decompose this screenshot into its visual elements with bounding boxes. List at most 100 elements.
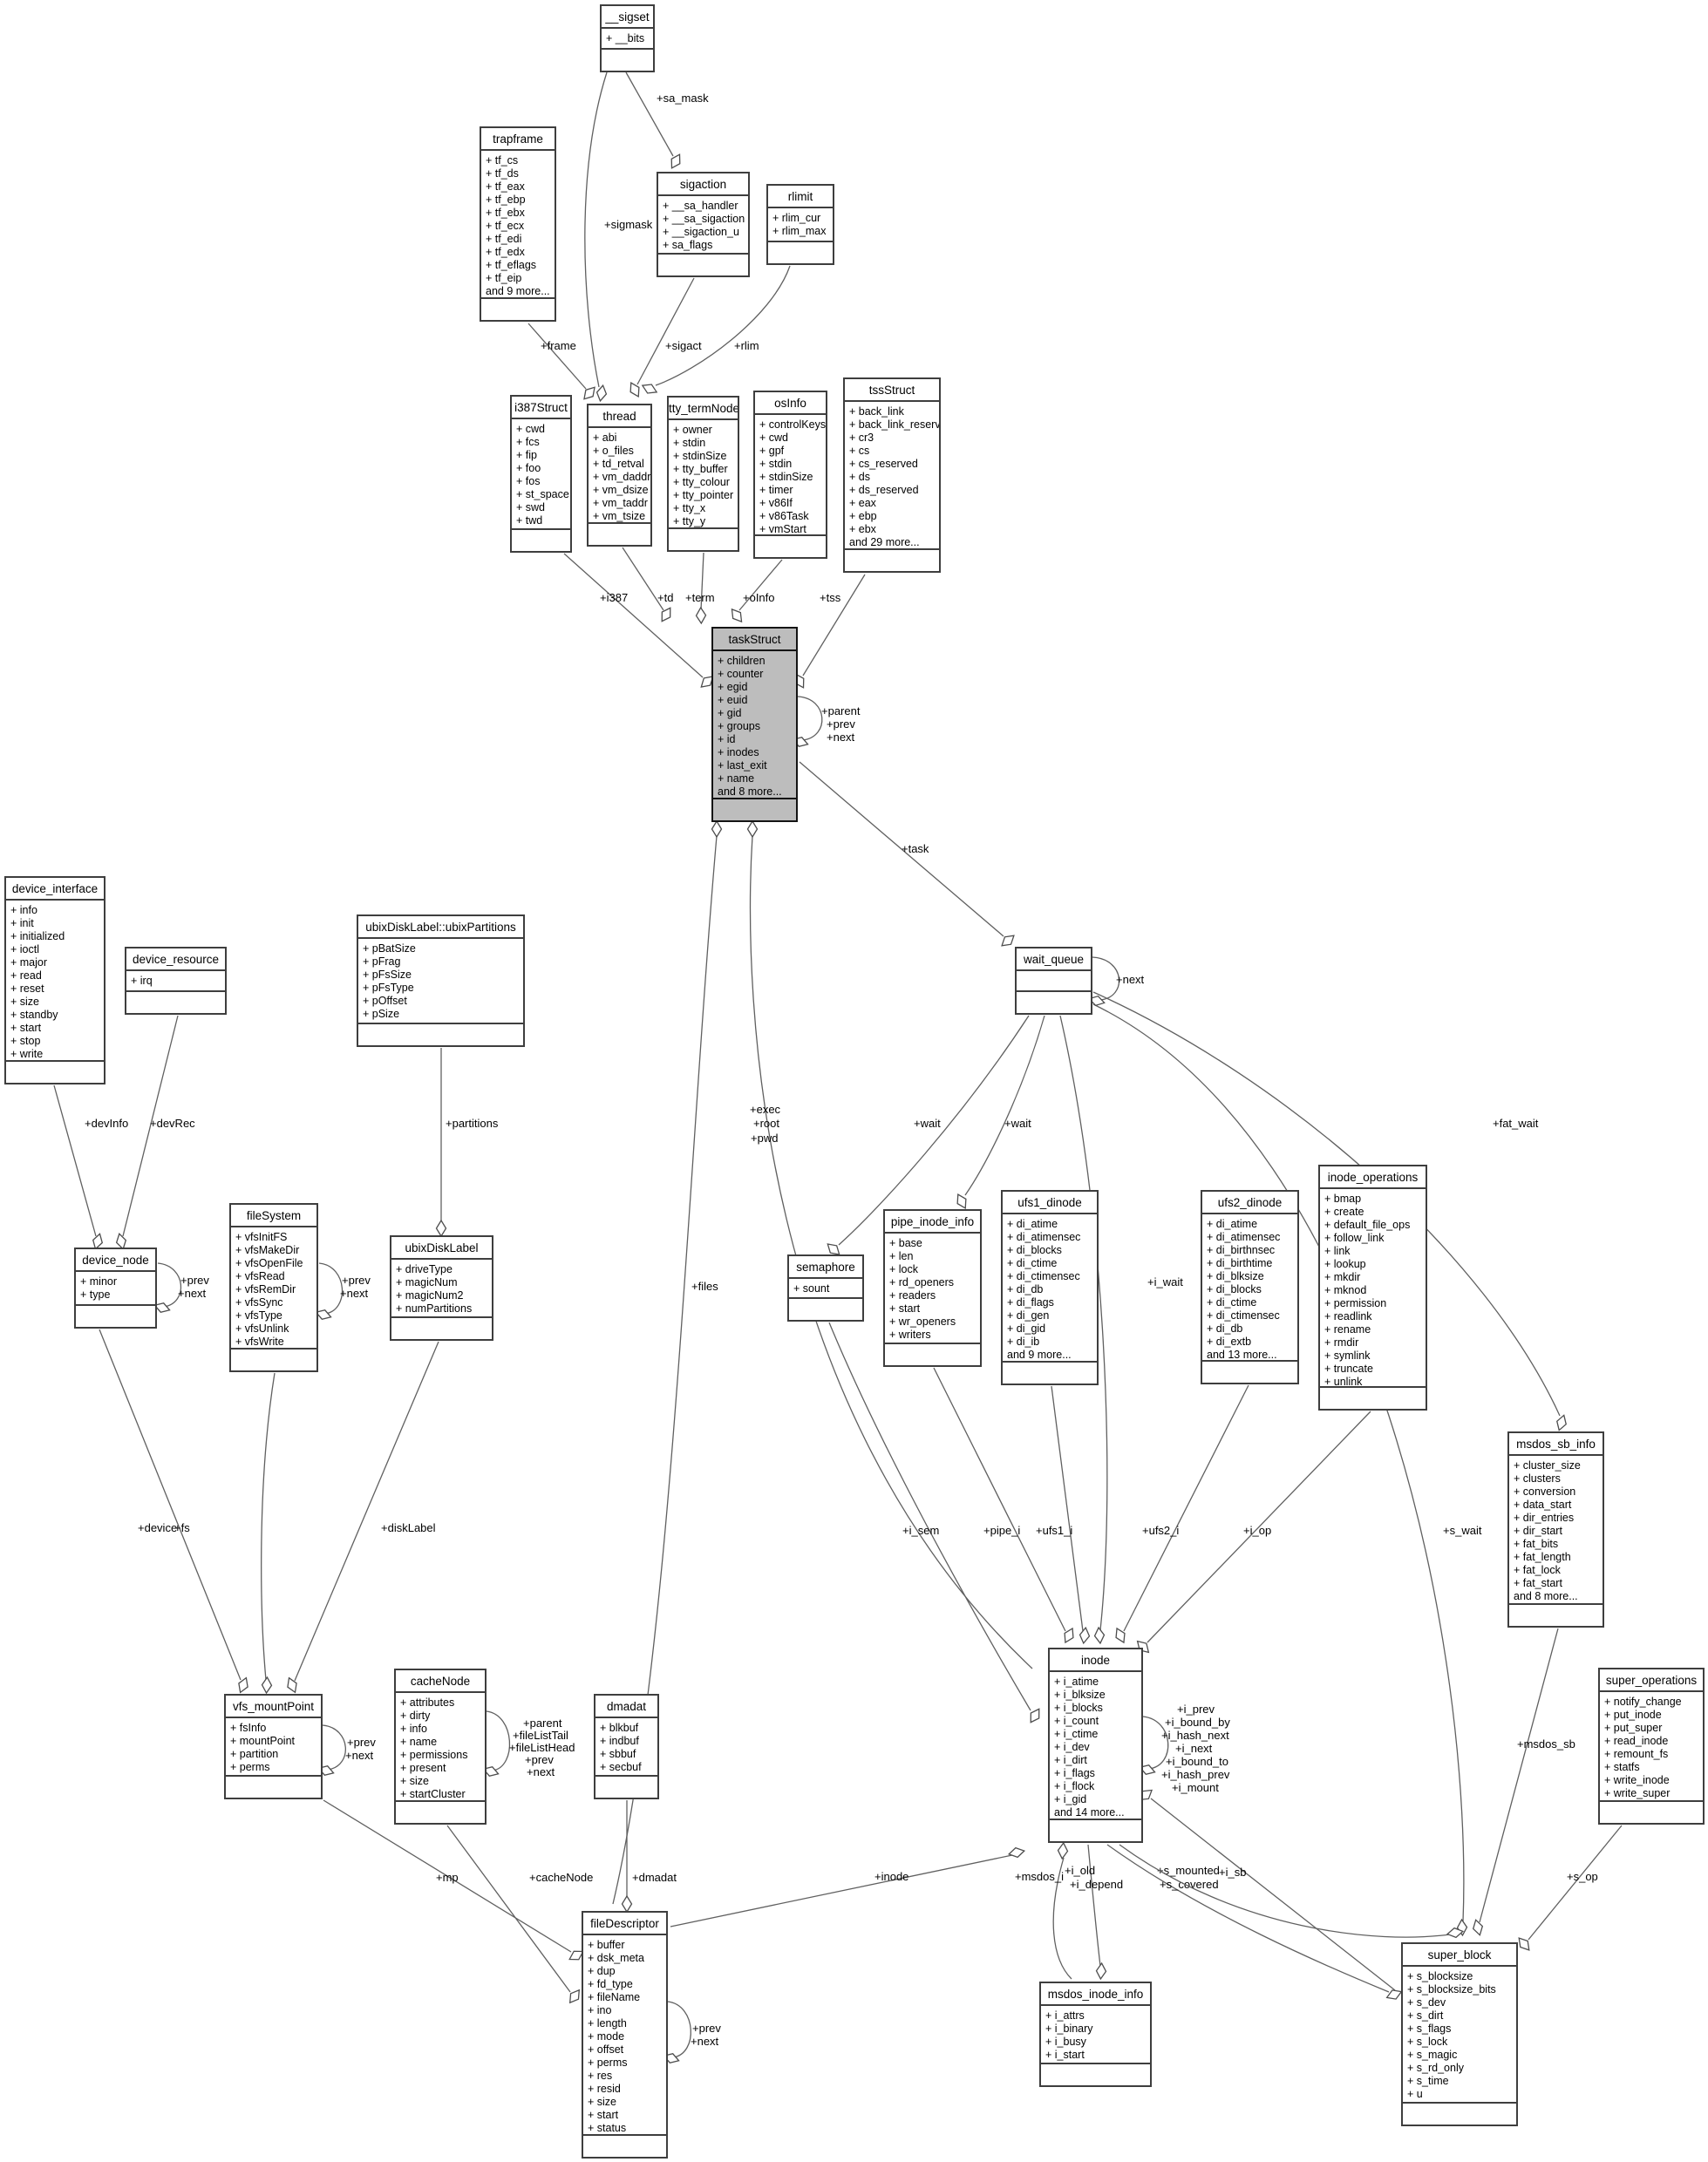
class-attributes: + children+ counter+ egid+ euid+ gid+ gr… (713, 651, 796, 798)
class-title: ufs2_dinode (1202, 1192, 1297, 1214)
aggregation-diamond (1088, 995, 1106, 1007)
class-attribute: + fsInfo (230, 1722, 267, 1734)
class-fileDescriptor[interactable]: fileDescriptor+ buffer+ dsk_meta+ dup+ f… (582, 1911, 668, 2159)
class-device_interface[interactable]: device_interface+ info+ init+ initialize… (4, 876, 105, 1084)
edge-label: +wait (1004, 1117, 1031, 1130)
class-attributes: + fsInfo+ mountPoint+ partition+ perms (226, 1718, 321, 1775)
class-attribute: + tty_colour (673, 476, 730, 488)
class-attribute: + dirty (400, 1710, 431, 1722)
class-msdos_inode_info[interactable]: msdos_inode_info+ i_attrs+ i_binary+ i_b… (1039, 1982, 1152, 2087)
class-attribute: + dir_entries (1514, 1512, 1575, 1524)
edge-label: +root (753, 1117, 779, 1130)
class-i387Struct[interactable]: i387Struct+ cwd+ fcs+ fip+ foo+ fos+ st_… (510, 395, 572, 553)
class-osInfo[interactable]: osInfo+ controlKeys+ cwd+ gpf+ stdin+ st… (753, 391, 827, 559)
class-tty_termNode[interactable]: tty_termNode+ owner+ stdin+ stdinSize+ t… (667, 396, 739, 552)
class-attribute: + offset (588, 2043, 624, 2056)
class-attribute: + __bits (606, 32, 645, 44)
class-attribute: + fip (516, 449, 537, 461)
class-cacheNode[interactable]: cacheNode+ attributes+ dirty+ info+ name… (394, 1669, 487, 1825)
class-dmadat[interactable]: dmadat+ blkbuf+ indbuf+ sbbuf+ secbuf (594, 1694, 659, 1799)
class-attribute: + sbbuf (600, 1748, 636, 1760)
class-attribute: + resid (588, 2083, 621, 2095)
class-attributes: + blkbuf+ indbuf+ sbbuf+ secbuf (595, 1718, 657, 1775)
edge-label: +next (178, 1287, 207, 1300)
edge-frame (527, 323, 587, 390)
class-title: ubixDiskLabel::ubixPartitions (358, 916, 523, 939)
aggregation-diamond (1079, 1626, 1091, 1645)
class-device_node[interactable]: device_node+ minor+ type (74, 1248, 157, 1329)
aggregation-diamond (1385, 1989, 1403, 2000)
class-attributes: + pBatSize+ pFrag+ pFsSize+ pFsType+ pOf… (358, 939, 523, 1023)
class-empty-compartment (768, 241, 833, 263)
class-attribute: + tty_pointer (673, 489, 734, 501)
class-thread[interactable]: thread+ abi+ o_files+ td_retval+ vm_dadd… (587, 404, 652, 547)
class-inode[interactable]: inode+ i_atime+ i_blksize+ i_blocks+ i_c… (1048, 1648, 1143, 1843)
class-wait_queue[interactable]: wait_queue (1015, 947, 1092, 1015)
class-super_operations[interactable]: super_operations+ notify_change+ put_ino… (1598, 1668, 1705, 1825)
class-attribute: + secbuf (600, 1761, 642, 1773)
class-ubixPartitions[interactable]: ubixDiskLabel::ubixPartitions+ pBatSize+… (357, 914, 525, 1047)
class-taskStruct[interactable]: taskStruct+ children+ counter+ egid+ eui… (711, 627, 798, 822)
aggregation-diamond (629, 381, 640, 398)
class-attribute: + di_blocks (1007, 1244, 1062, 1256)
class-ubixDiskLabel[interactable]: ubixDiskLabel+ driveType+ magicNum+ magi… (390, 1235, 493, 1341)
class-tssStruct[interactable]: tssStruct+ back_link+ back_link_reserved… (843, 377, 941, 573)
edge-label: +sa_mask (657, 92, 709, 105)
class-attribute: + rlim_cur (772, 212, 821, 224)
class-attribute: + magicNum (396, 1276, 458, 1288)
class-attribute: + di_ctimensec (1007, 1270, 1080, 1282)
class-semaphore[interactable]: semaphore+ sount (787, 1254, 864, 1322)
class-empty-compartment (1041, 2063, 1150, 2085)
aggregation-diamond (1001, 935, 1015, 947)
class-attribute: + rlim_max (772, 225, 827, 237)
class-fileSystem[interactable]: fileSystem+ vfsInitFS+ vfsMakeDir+ vfsOp… (229, 1203, 318, 1372)
edge-i387 (563, 553, 704, 678)
class-empty-compartment (885, 1343, 980, 1365)
class-sigaction[interactable]: sigaction+ __sa_handler+ __sa_sigaction+… (657, 172, 750, 277)
class-attribute: + partition (230, 1748, 279, 1760)
edge-sigmask (584, 71, 608, 388)
class-sigset[interactable]: __sigset+ __bits (600, 4, 655, 72)
class-attributes: + notify_change+ put_inode+ put_super+ r… (1600, 1692, 1703, 1800)
class-attribute: + ds (849, 471, 870, 483)
aggregation-diamond (1456, 1918, 1468, 1937)
class-attribute: + s_dirt (1407, 2009, 1444, 2022)
class-empty-compartment (76, 1304, 155, 1327)
class-title: msdos_inode_info (1041, 1983, 1150, 2006)
class-ufs2_dinode[interactable]: ufs2_dinode+ di_atime+ di_atimensec+ di_… (1201, 1190, 1299, 1384)
class-ufs1_dinode[interactable]: ufs1_dinode+ di_atime+ di_atimensec+ di_… (1001, 1190, 1099, 1385)
class-attribute: + stdin (759, 458, 793, 470)
edge-label: +fileListHead (509, 1741, 575, 1754)
class-attributes: + abi+ o_files+ td_retval+ vm_daddr+ vm_… (589, 428, 650, 522)
class-attribute: + owner (673, 424, 712, 436)
class-msdos_sb_info[interactable]: msdos_sb_info+ cluster_size+ clusters+ c… (1507, 1431, 1604, 1628)
class-title: sigaction (658, 173, 748, 196)
edge-label: +s_covered (1160, 1878, 1219, 1891)
class-attribute: + stop (10, 1035, 41, 1047)
class-super_block[interactable]: super_block+ s_blocksize+ s_blocksize_bi… (1401, 1942, 1518, 2126)
class-rlimit[interactable]: rlimit+ rlim_cur+ rlim_max (766, 184, 834, 265)
class-device_resource[interactable]: device_resource+ irq (125, 947, 227, 1015)
class-empty-compartment (845, 548, 939, 571)
class-attribute: + fat_lock (1514, 1564, 1561, 1576)
class-attribute: + size (10, 996, 40, 1008)
class-title: taskStruct (713, 629, 796, 651)
class-trapframe[interactable]: trapframe+ tf_cs+ tf_ds+ tf_eax+ tf_ebp+… (480, 126, 556, 322)
class-vfs_mountPoint[interactable]: vfs_mountPoint+ fsInfo+ mountPoint+ part… (224, 1694, 323, 1799)
edge-label: +pipe_i (983, 1524, 1020, 1537)
edge-label: +prev (827, 717, 855, 731)
edge-device (99, 1329, 242, 1681)
class-attribute: and 14 more... (1054, 1806, 1125, 1819)
aggregation-diamond (1093, 1626, 1106, 1645)
class-attribute: + perms (230, 1761, 270, 1773)
class-attribute: + di_flags (1007, 1296, 1054, 1309)
edge-label: +frame (541, 339, 576, 352)
edge-label: +prev (347, 1736, 376, 1749)
class-attributes: + owner+ stdin+ stdinSize+ tty_buffer+ t… (669, 420, 738, 527)
class-attribute: + vfsMakeDir (235, 1244, 300, 1256)
class-pipe_inode_info[interactable]: pipe_inode_info+ base+ len+ lock+ rd_ope… (883, 1209, 982, 1367)
class-title: device_interface (6, 878, 104, 901)
class-attribute: + len (889, 1250, 914, 1262)
class-attributes: + controlKeys+ cwd+ gpf+ stdin+ stdinSiz… (755, 415, 826, 534)
class-inode_operations[interactable]: inode_operations+ bmap+ create+ default_… (1318, 1165, 1427, 1411)
